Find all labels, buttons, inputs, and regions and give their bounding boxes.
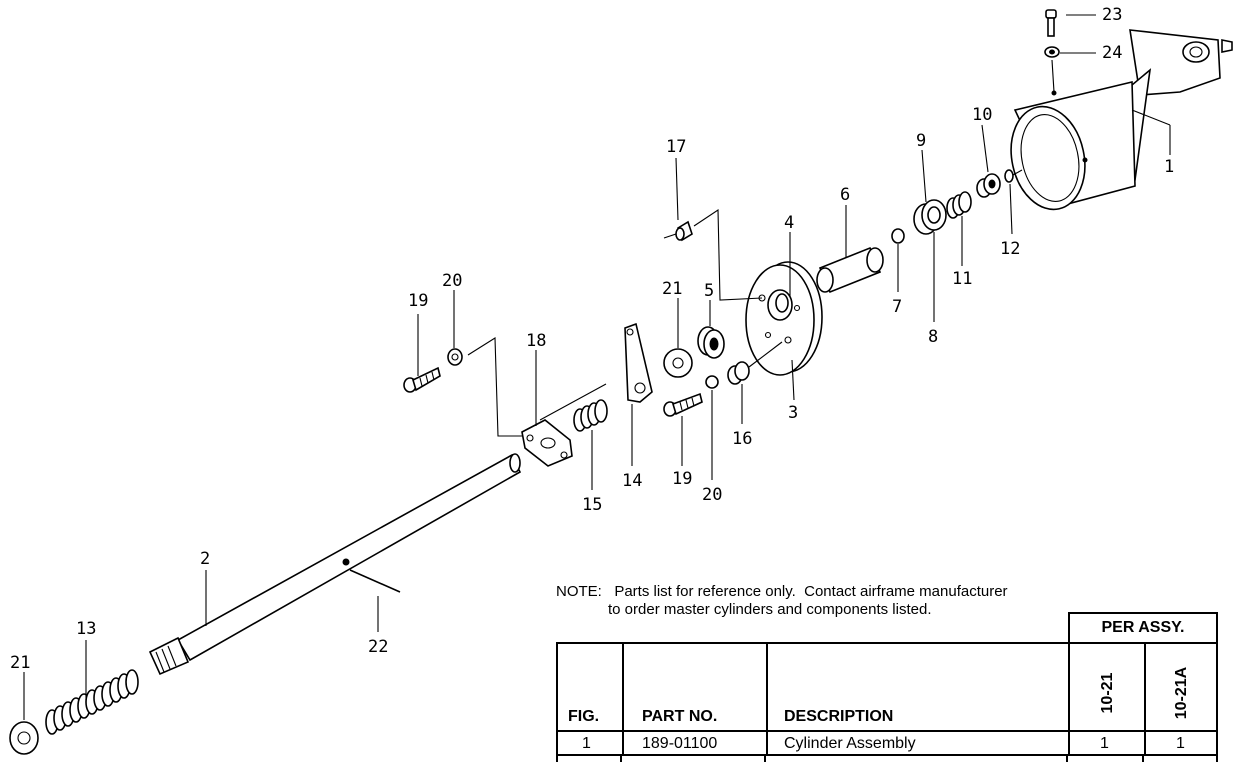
spring-part [45, 669, 139, 735]
reference-note: NOTE: Parts list for reference only. Con… [556, 583, 1008, 619]
callout-13: 13 [76, 619, 96, 639]
row-qty-10-21: 1 [1100, 735, 1109, 752]
seal-part [697, 326, 725, 359]
screw-part [663, 392, 703, 417]
callout-labels: 1 2 3 4 5 6 7 8 9 10 11 12 13 14 15 16 1… [10, 5, 1174, 673]
callout-5: 5 [704, 281, 714, 301]
table-row-continuation [556, 756, 1218, 762]
callout-19a: 19 [408, 291, 428, 311]
col-10-21-header: 10-21 [1099, 672, 1116, 714]
screw-part [403, 366, 441, 393]
row-part-number: 189-01100 [642, 735, 718, 752]
callout-3: 3 [788, 403, 798, 423]
callout-15: 15 [582, 495, 602, 515]
callout-7: 7 [892, 297, 902, 317]
row-qty-10-21a: 1 [1176, 735, 1185, 752]
small-washer-part [705, 375, 719, 389]
callout-18: 18 [526, 331, 546, 351]
callout-2: 2 [200, 549, 210, 569]
spring-part [573, 399, 608, 432]
callout-21a: 21 [662, 279, 682, 299]
callout-14: 14 [622, 471, 642, 491]
callout-20a: 20 [442, 271, 462, 291]
lever-part [624, 322, 653, 403]
callout-19b: 19 [672, 469, 692, 489]
callout-17: 17 [666, 137, 686, 157]
row-description: Cylinder Assembly [784, 735, 916, 752]
note-line-1: NOTE: Parts list for reference only. Con… [556, 583, 1008, 600]
small-washer-part [447, 348, 463, 366]
col-10-21a-header: 10-21A [1173, 666, 1190, 720]
per-assembly-header: PER ASSY. [1068, 612, 1218, 642]
screw-part [1045, 9, 1057, 37]
washer-part [663, 348, 693, 378]
sleeve-part [816, 246, 884, 294]
callout-8: 8 [928, 327, 938, 347]
callout-1: 1 [1164, 157, 1174, 177]
callout-12: 12 [1000, 239, 1020, 259]
callout-9: 9 [916, 131, 926, 151]
push-rod-part [148, 453, 522, 676]
row-fig: 1 [582, 735, 591, 752]
callout-10: 10 [972, 105, 992, 125]
small-seal-part [1004, 169, 1014, 183]
col-part-header: PART NO. [642, 708, 718, 725]
table-row: 1 189-01100 Cylinder Assembly 1 1 [556, 730, 1218, 756]
callout-4: 4 [784, 213, 794, 233]
pin-part [675, 220, 693, 242]
callout-20b: 20 [702, 485, 722, 505]
callout-23: 23 [1102, 5, 1122, 25]
parts-table-header: FIG. PART NO. DESCRIPTION 10-21 10-21A [556, 642, 1218, 730]
col-fig-header: FIG. [568, 708, 600, 725]
spring-part [946, 191, 972, 219]
valve-stem-part [727, 361, 750, 385]
valve-part [976, 173, 1001, 198]
retainer-plate-part [521, 419, 573, 467]
o-ring-part [891, 228, 905, 244]
col-description-header: DESCRIPTION [784, 708, 894, 725]
leader-lines [23, 14, 1171, 720]
callout-16: 16 [732, 429, 752, 449]
cylinder-assembly-part [1010, 29, 1233, 211]
callout-6: 6 [840, 185, 850, 205]
note-line-2: to order master cylinders and components… [608, 601, 932, 618]
callout-21b: 21 [10, 653, 30, 673]
nut-part [913, 199, 947, 235]
callout-11: 11 [952, 269, 972, 289]
flange-plate-part [745, 261, 823, 376]
callout-24: 24 [1102, 43, 1122, 63]
callout-22: 22 [368, 637, 388, 657]
washer-part [9, 721, 39, 755]
